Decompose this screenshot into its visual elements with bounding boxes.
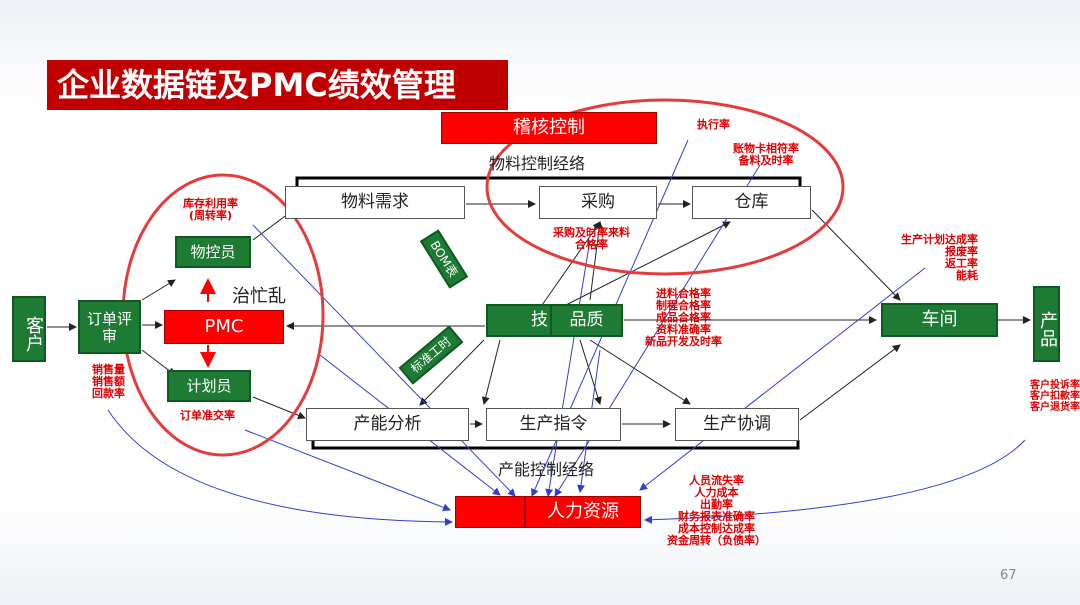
capacity-analysis-box[interactable]: 产能分析	[306, 408, 469, 441]
production-coord-box[interactable]: 生产协调	[675, 408, 799, 441]
kpi-line: 销售额	[92, 375, 125, 388]
tech-box[interactable]: 技	[486, 304, 556, 337]
material-demand-box[interactable]: 物料需求	[285, 186, 465, 219]
kpi-line: 生产计划达成率	[901, 233, 978, 246]
kpi-line: 进料合格率	[656, 287, 711, 300]
material-highlight-ellipse	[485, 98, 845, 276]
chaos-label: 治忙乱	[232, 286, 286, 307]
kpi-line: 成本控制达成率	[678, 522, 755, 535]
kpi-line: 能耗	[956, 269, 978, 282]
order-accuracy-kpi-label: 订单准交率	[180, 409, 235, 422]
workshop-kpi-label: 生产计划达成率报废率返工率能耗	[893, 234, 978, 282]
kpi-line: 人力成本	[694, 486, 739, 499]
kpi-line: (周转率)	[188, 209, 233, 222]
page-title: 企业数据链及PMC绩效管理	[47, 60, 508, 110]
kpi-line: 制程合格率	[656, 299, 711, 312]
quality-kpi-label: 进料合格率制程合格率成品合格率资料准确率新品开发及时率	[645, 288, 722, 348]
kpi-line: 采购及时率来料	[553, 226, 630, 239]
kpi-line: 成品合格率	[656, 311, 711, 324]
customer-box[interactable]: 客户	[12, 296, 46, 362]
kpi-line: 资金周转（负债率）	[667, 534, 766, 547]
kpi-line: 合格率	[575, 238, 608, 251]
kpi-line: 新品开发及时率	[645, 335, 722, 348]
hr-kpi-label: 人员流失率人力成本出勤率财务报表准确率成本控制达成率资金周转（负债率）	[667, 475, 766, 547]
kpi-line: 出勤率	[700, 498, 733, 511]
purchase-box[interactable]: 采购	[539, 186, 657, 219]
kpi-line: 库存利用率	[183, 197, 238, 210]
kpi-line: 客户扣款率	[1030, 391, 1080, 402]
hr-box-left[interactable]	[455, 496, 525, 528]
sales-kpi-label: 销售量销售额回款率	[92, 364, 125, 400]
kpi-line: 客户退货率	[1030, 402, 1080, 413]
kpi-line: 报废率	[945, 245, 978, 258]
workshop-box[interactable]: 车间	[881, 303, 998, 337]
pmc-box[interactable]: PMC	[164, 310, 284, 344]
product-box[interactable]: 产品	[1033, 286, 1060, 362]
capacity-control-line-label: 产能控制经络	[498, 460, 595, 479]
material-control-line-label: 物料控制经络	[489, 154, 586, 173]
warehouse-box[interactable]: 仓库	[692, 186, 811, 219]
purchase-kpi-label: 采购及时率来料合格率	[553, 227, 630, 251]
kpi-line: 账物卡相符率	[733, 142, 799, 155]
material-control-bracket	[295, 176, 802, 186]
kpi-line: 财务报表准确率	[678, 510, 755, 523]
hr-box[interactable]: 人力资源	[525, 496, 641, 528]
kpi-line: 人员流失率	[689, 474, 744, 487]
kpi-line: 返工率	[945, 257, 978, 270]
order-review-box[interactable]: 订单评审	[78, 300, 141, 354]
planner-box[interactable]: 计划员	[167, 370, 251, 402]
kpi-line: 销售量	[92, 363, 125, 376]
page-number: 67	[1000, 568, 1017, 583]
kpi-line: 客户投诉率	[1030, 380, 1080, 391]
execution-kpi-label: 执行率	[697, 118, 730, 131]
kpi-line: 回款率	[92, 387, 125, 400]
warehouse-kpi-label: 账物卡相符率备料及时率	[733, 143, 799, 167]
audit-control-box[interactable]: 稽核控制	[441, 112, 657, 144]
kpi-line: 资料准确率	[656, 323, 711, 336]
material-controller-box[interactable]: 物控员	[175, 236, 251, 268]
production-order-box[interactable]: 生产指令	[486, 408, 621, 441]
customer-kpi-label: 客户投诉率客户扣款率客户退货率	[1030, 380, 1080, 413]
quality-box[interactable]: 品质	[550, 304, 623, 337]
kpi-line: 备料及时率	[738, 154, 794, 167]
inventory-kpi-label: 库存利用率(周转率)	[183, 198, 238, 222]
